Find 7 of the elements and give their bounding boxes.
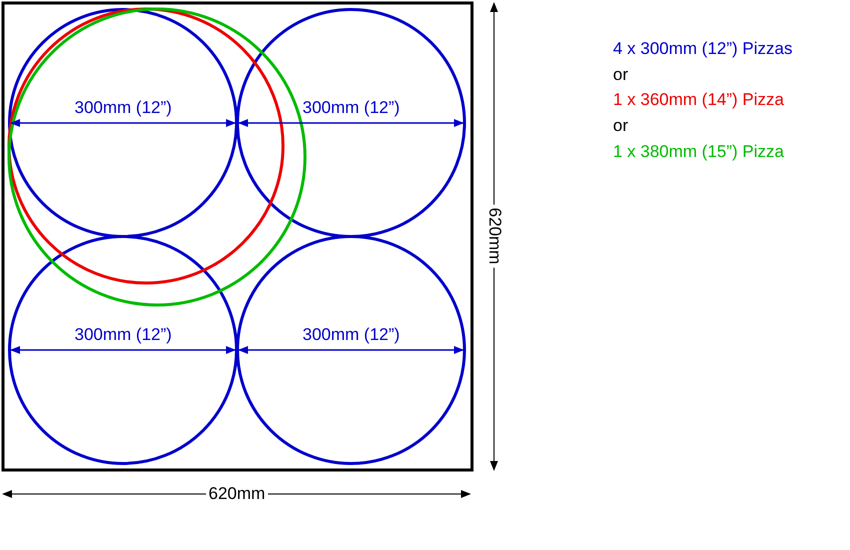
dimension-label: 300mm (12”) <box>74 98 173 118</box>
dimension-label: 300mm (12”) <box>74 325 173 345</box>
legend-text: 1 x 360mm (14”) Pizza <box>613 90 784 110</box>
legend-text: 1 x 380mm (15”) Pizza <box>613 142 784 162</box>
dimension-label: 300mm (12”) <box>302 325 401 345</box>
dimension-label: 300mm (12”) <box>302 98 401 118</box>
legend-text: 4 x 300mm (12”) Pizzas <box>613 39 792 59</box>
